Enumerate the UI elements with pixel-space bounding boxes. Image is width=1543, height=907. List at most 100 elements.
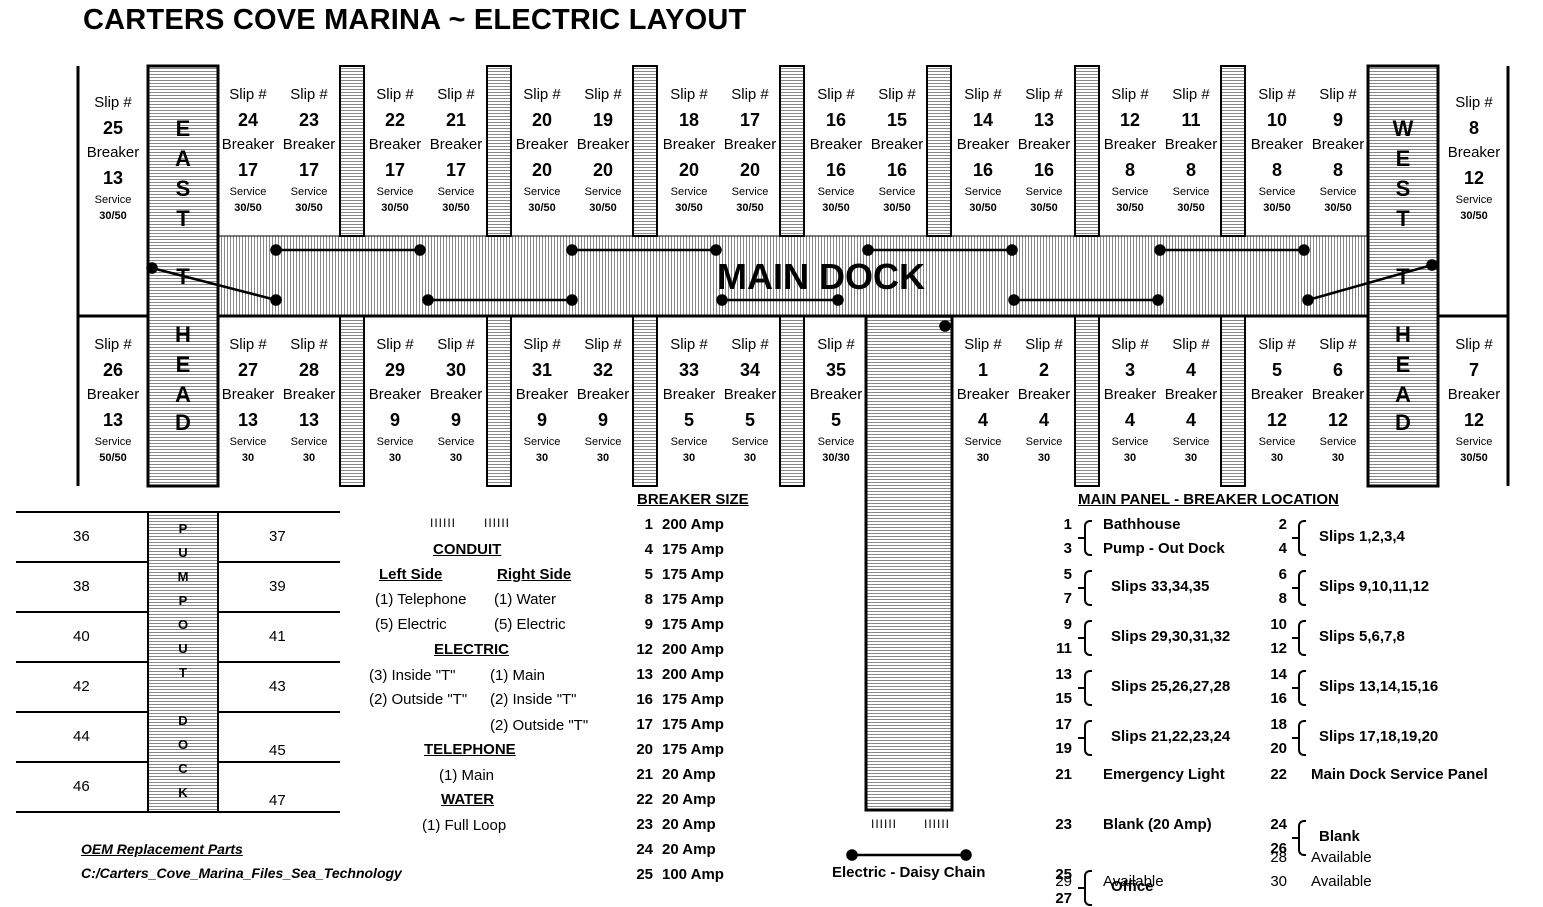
slip-number: 27 xyxy=(237,360,259,380)
service-value: 30/50 xyxy=(1116,202,1144,214)
service-label: Service xyxy=(817,436,855,448)
breaker-label: Breaker xyxy=(576,386,630,403)
slip-label: Slip # xyxy=(584,86,622,103)
page-title: CARTERS COVE MARINA ~ ELECTRIC LAYOUT xyxy=(83,4,747,36)
breaker-size-amp: 20 Amp xyxy=(662,841,716,858)
slip-label: Slip # xyxy=(1455,94,1493,111)
finger-pier xyxy=(486,65,512,237)
finger-pier xyxy=(632,65,658,237)
service-value: 30/50 xyxy=(822,202,850,214)
breaker-number: 20 xyxy=(531,160,553,180)
service-label: Service xyxy=(1258,436,1296,448)
service-value: 30 xyxy=(743,452,757,464)
conduit-marks-dock-left: IIIIII xyxy=(871,817,898,831)
panel-location: Slips 29,30,31,32 xyxy=(1111,628,1231,645)
breaker-label: Breaker xyxy=(956,136,1010,153)
panel-location: Blank (20 Amp) xyxy=(1103,816,1212,833)
pumpout-slip-left: 40 xyxy=(73,628,90,645)
slip-number: 28 xyxy=(298,360,320,380)
daisy-chain-label: Electric - Daisy Chain xyxy=(832,864,986,881)
panel-location: Available xyxy=(1311,873,1372,890)
breaker-label: Breaker xyxy=(1103,386,1157,403)
breaker-number: 5 xyxy=(683,410,694,430)
panel-breaker-number: 29 xyxy=(1055,873,1072,890)
panel-breaker-number: 12 xyxy=(1270,640,1287,657)
east-t-head-letter: D xyxy=(175,410,191,435)
panel-location: Available xyxy=(1311,849,1372,866)
slip-label: Slip # xyxy=(731,86,769,103)
pumpout-letter: O xyxy=(177,737,189,752)
conduit-marks-left: IIIIII xyxy=(430,516,457,530)
west-t-head-letter: T xyxy=(1396,206,1410,231)
service-label: Service xyxy=(376,186,414,198)
east-t-head-letter: S xyxy=(175,176,191,201)
slip-number: 5 xyxy=(1271,360,1282,380)
service-value: 30/50 xyxy=(442,202,470,214)
panel-location: Slips 5,6,7,8 xyxy=(1319,628,1405,645)
panel-brace-tip xyxy=(1078,887,1084,889)
west-t-head-letter: H xyxy=(1395,322,1411,347)
breaker-label: Breaker xyxy=(86,144,140,161)
pumpout-dock xyxy=(147,511,219,813)
breaker-number: 9 xyxy=(536,410,547,430)
panel-brace xyxy=(1298,820,1306,856)
pumpout-letter: U xyxy=(178,545,188,560)
panel-brace-tip xyxy=(1078,637,1084,639)
panel-location: Slips 21,22,23,24 xyxy=(1111,728,1231,745)
pumpout-letter: D xyxy=(178,713,188,728)
panel-breaker-number: 14 xyxy=(1270,666,1287,683)
finger-pier xyxy=(779,65,805,237)
slip-label: Slip # xyxy=(523,336,561,353)
panel-brace-tip xyxy=(1292,687,1298,689)
pumpout-slip-right: 39 xyxy=(269,578,286,595)
breaker-label: Breaker xyxy=(429,386,483,403)
breaker-size-amp: 175 Amp xyxy=(662,616,724,633)
breaker-size-amp: 175 Amp xyxy=(662,741,724,758)
breaker-label: Breaker xyxy=(956,386,1010,403)
panel-breaker-number: 4 xyxy=(1278,540,1287,557)
slip-label: Slip # xyxy=(584,336,622,353)
slip-number: 32 xyxy=(592,360,614,380)
service-value: 30 xyxy=(449,452,463,464)
service-label: Service xyxy=(817,186,855,198)
long-dock xyxy=(864,314,954,812)
panel-breaker-number: 28 xyxy=(1270,849,1287,866)
breaker-size-amp: 200 Amp xyxy=(662,516,724,533)
breaker-label: Breaker xyxy=(221,136,275,153)
slip-label: Slip # xyxy=(1455,336,1493,353)
east-t-head-letter: H xyxy=(175,322,191,347)
breaker-size-number: 23 xyxy=(636,816,653,833)
panel-brace-tip xyxy=(1292,737,1298,739)
breaker-size-number: 13 xyxy=(636,666,653,683)
breaker-label: Breaker xyxy=(809,136,863,153)
panel-brace xyxy=(1298,570,1306,606)
breaker-label: Breaker xyxy=(429,136,483,153)
slip-label: Slip # xyxy=(1111,336,1149,353)
slip-label: Slip # xyxy=(1258,86,1296,103)
breaker-size-number: 17 xyxy=(636,716,653,733)
slip-label: Slip # xyxy=(670,336,708,353)
panel-breaker-number: 1 xyxy=(1063,516,1072,533)
panel-location: Pump - Out Dock xyxy=(1103,540,1225,557)
service-value: 30 xyxy=(1270,452,1284,464)
service-label: Service xyxy=(1258,186,1296,198)
service-value: 30/50 xyxy=(883,202,911,214)
right-side-heading: Right Side xyxy=(497,566,572,583)
service-label: Service xyxy=(584,436,622,448)
service-value: 30 xyxy=(1331,452,1345,464)
breaker-size-amp: 175 Amp xyxy=(662,716,724,733)
pumpout-slip-right: 45 xyxy=(269,742,286,759)
slip-label: Slip # xyxy=(94,94,132,111)
service-value: 30/50 xyxy=(1460,210,1488,222)
service-value: 50/50 xyxy=(99,452,127,464)
service-label: Service xyxy=(290,186,328,198)
service-value: 30 xyxy=(596,452,610,464)
service-value: 30/50 xyxy=(736,202,764,214)
breaker-label: Breaker xyxy=(809,386,863,403)
panel-brace xyxy=(1298,520,1306,556)
breaker-size-amp: 175 Amp xyxy=(662,591,724,608)
slip-number: 21 xyxy=(445,110,467,130)
breaker-number: 12 xyxy=(1327,410,1349,430)
slip-number: 13 xyxy=(1033,110,1055,130)
breaker-label: Breaker xyxy=(86,386,140,403)
